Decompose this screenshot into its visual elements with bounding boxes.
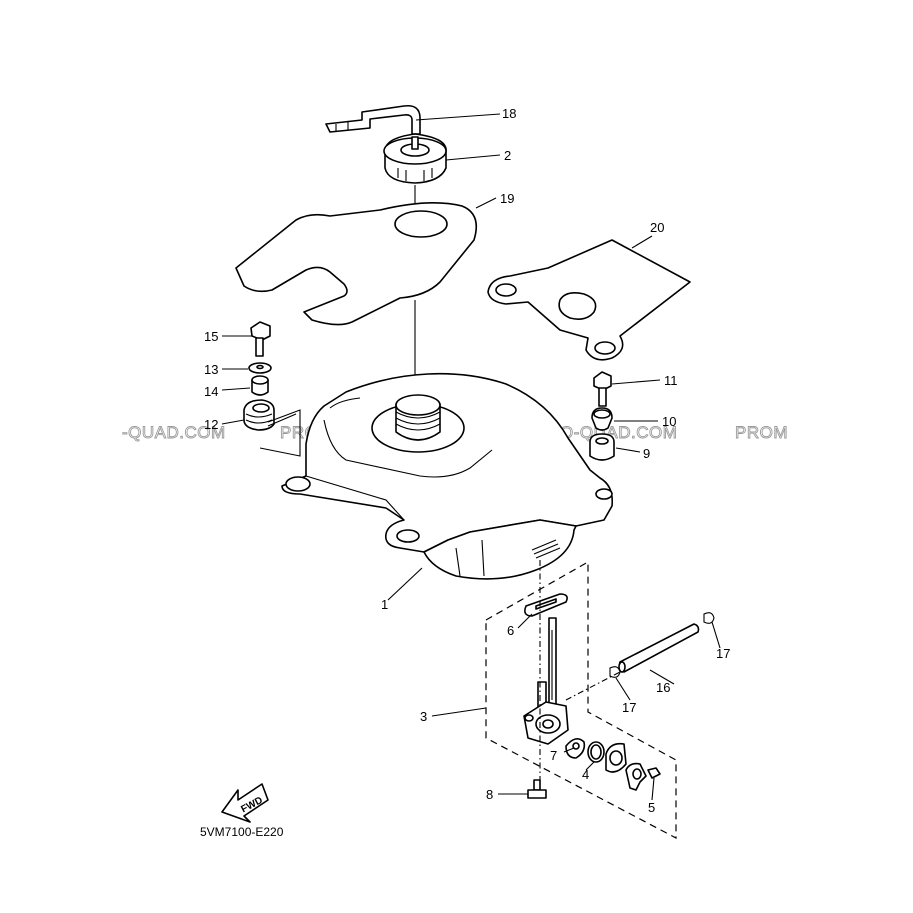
callout-19: 19 [500, 191, 514, 206]
watermark-1: -QUAD.COM [122, 423, 226, 442]
tank-pad-upper [235, 202, 478, 326]
breather-hose [325, 104, 421, 135]
callout-11: 11 [664, 373, 678, 388]
hose-clips [609, 612, 715, 678]
fuel-tank [281, 372, 614, 580]
right-mount-hardware [589, 371, 615, 461]
callout-20: 20 [650, 220, 664, 235]
callout-1: 1 [381, 597, 388, 612]
tank-pad-side [487, 239, 691, 361]
callout-13: 13 [204, 362, 218, 377]
callout-labels: 18 2 19 20 15 13 14 12 11 10 9 1 6 3 7 4… [204, 106, 730, 815]
callout-7: 7 [550, 748, 557, 763]
callout-3: 3 [420, 709, 427, 724]
callout-5: 5 [648, 800, 655, 815]
callout-4: 4 [582, 767, 589, 782]
fuel-cock-internals [565, 738, 661, 791]
fwd-arrow: FWD [221, 783, 269, 823]
callout-17-upper: 17 [716, 646, 730, 661]
leader-lines [221, 113, 721, 801]
hose-axis [565, 671, 621, 701]
watermark-4: PROM [735, 423, 788, 442]
callout-9: 9 [643, 446, 650, 461]
fuel-cap [383, 133, 447, 184]
drain-screw [527, 779, 547, 799]
callout-6: 6 [507, 623, 514, 638]
callout-15: 15 [204, 329, 218, 344]
fuel-cock-gasket [524, 593, 568, 617]
fuel-hose [618, 623, 700, 673]
drawing-code: 5VM7100-E220 [200, 825, 284, 839]
callout-2: 2 [504, 148, 511, 163]
callout-16: 16 [656, 680, 670, 695]
callout-10: 10 [662, 414, 676, 429]
callout-14: 14 [204, 384, 218, 399]
fuel-cock-assembly-box [485, 560, 677, 839]
callout-18: 18 [502, 106, 516, 121]
left-mount-hardware [243, 321, 301, 457]
callout-12: 12 [204, 417, 218, 432]
fuel-cock [523, 617, 569, 745]
callout-8: 8 [486, 787, 493, 802]
callout-17-lower: 17 [622, 700, 636, 715]
